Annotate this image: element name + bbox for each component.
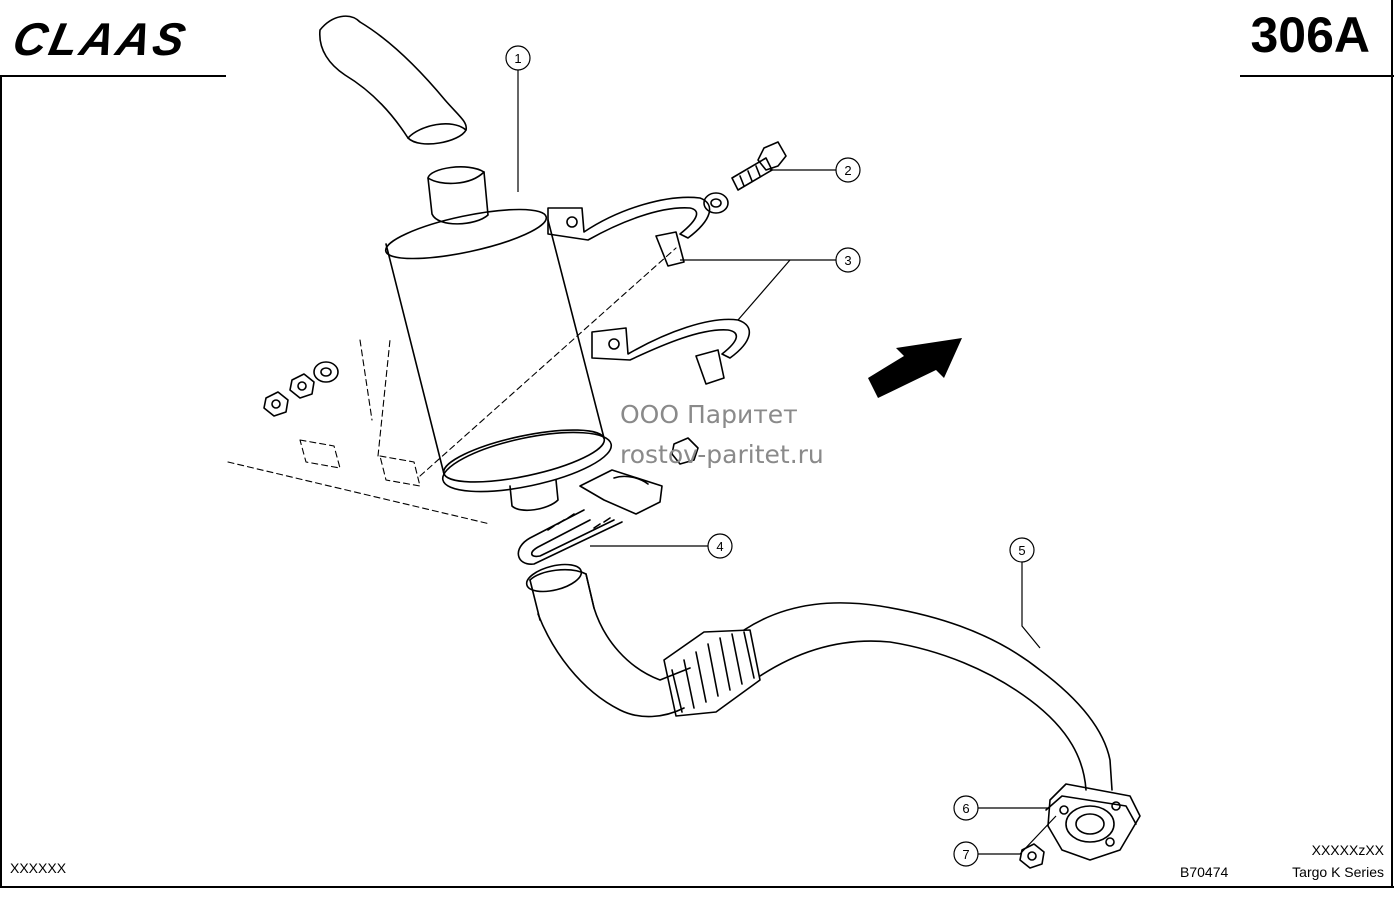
direction-arrow: [868, 338, 962, 398]
u-bolt: [517, 509, 623, 565]
callout-7-circle: [953, 841, 979, 867]
callout-5: 5: [1018, 543, 1025, 558]
exhaust-pipe: [525, 563, 1113, 791]
callout-1-circle: [505, 45, 531, 71]
washer-top: [703, 192, 729, 214]
clamp-band-lower: [591, 318, 750, 361]
nuts-and-washers: [263, 361, 339, 417]
callout-2-circle: [835, 157, 861, 183]
bolt: [731, 141, 787, 191]
page-code: 306A: [1250, 7, 1370, 63]
callout-1: 1: [514, 51, 521, 66]
pipe-flange: [1047, 783, 1141, 861]
footer-right-code: XXXXXzXX: [1311, 842, 1384, 858]
watermark-company: ООО Паритет: [620, 400, 798, 429]
leader-7: [978, 815, 1057, 855]
callout-6-circle: [953, 795, 979, 821]
footer-left-code: XXXXXX: [10, 860, 67, 876]
callout-7: 7: [962, 847, 969, 862]
drawing-number: B70474: [1180, 864, 1229, 880]
leader-5: [1021, 562, 1041, 649]
gasket: [1045, 795, 1137, 825]
saddle-clamp: [579, 469, 663, 515]
callout-3-circle: [835, 247, 861, 273]
callout-4: 4: [716, 539, 723, 554]
tail-pipe-elbow: [319, 15, 468, 145]
mounting-bracket-context: [227, 247, 677, 525]
callout-2: 2: [844, 163, 851, 178]
tail-pipe-elbow-end: [407, 123, 467, 139]
watermark-url: rostov-paritet.ru: [620, 440, 824, 469]
muffler-assembly: [384, 166, 613, 512]
callout-3: 3: [844, 253, 851, 268]
nut-center: [671, 437, 699, 465]
callout-6: 6: [962, 801, 969, 816]
claas-logo: CLAAS: [8, 13, 193, 65]
callout-5-circle: [1009, 537, 1035, 563]
callout-4-circle: [707, 533, 733, 559]
clamp-band-upper: [547, 196, 711, 241]
series-label: Targo K Series: [1292, 864, 1384, 880]
flange-nut: [1019, 843, 1045, 869]
